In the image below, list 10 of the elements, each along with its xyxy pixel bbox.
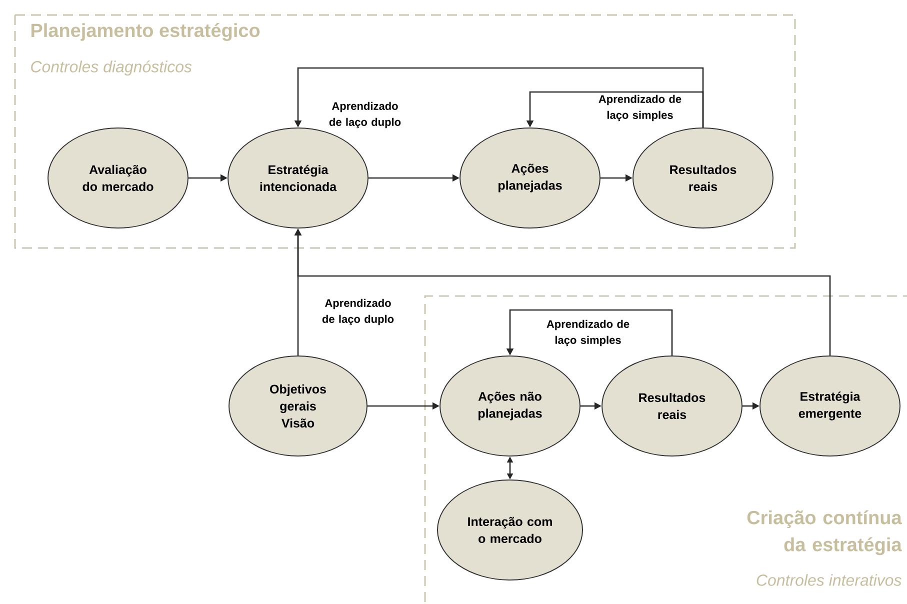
edge-label: Aprendizado de laço simples bbox=[537, 318, 639, 348]
dashed-region bbox=[424, 295, 907, 602]
edge-label: Aprendizado de laço duplo bbox=[315, 298, 401, 326]
edge-label: Aprendizado de laço simples bbox=[589, 94, 691, 122]
region-title: Planejamento estratégico bbox=[31, 23, 260, 41]
region-title: Criação contínua da estratégia bbox=[747, 510, 902, 556]
region-subtitle: Controles diagnósticos bbox=[31, 60, 192, 76]
dashed-region bbox=[14, 14, 796, 249]
edge-label: Aprendizado de laço duplo bbox=[316, 100, 414, 130]
region-subtitle: Controles interativos bbox=[756, 574, 902, 586]
